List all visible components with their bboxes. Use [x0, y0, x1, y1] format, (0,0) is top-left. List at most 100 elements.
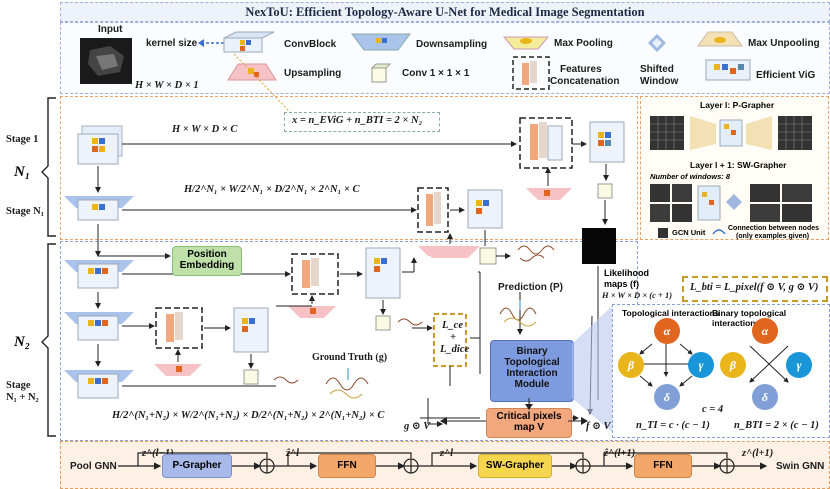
z-l1-label: z^(l+1): [742, 448, 774, 459]
concatenation-label: Concatenation: [550, 76, 620, 87]
gnn-flow: [118, 452, 768, 474]
topology-arrows: [634, 338, 789, 387]
kernel-to-equation-link: [233, 53, 291, 113]
max-pooling-icon: [502, 36, 550, 50]
max-pooling-label: Max Pooling: [554, 38, 613, 49]
input-label: Input: [98, 24, 123, 35]
stage-n1-label: Stage N₁: [6, 206, 44, 217]
connection-label-2: (only examples given): [736, 233, 810, 240]
critical-line2: map V: [513, 422, 544, 433]
likelihood-label-2: maps (f): [604, 279, 640, 289]
window-label: Window: [640, 76, 679, 87]
sw-grapher-illustration: [650, 184, 812, 222]
prediction-protein-image: [499, 300, 537, 327]
efficient-vig-icon: [705, 59, 751, 81]
alpha-node: α: [654, 318, 680, 344]
num-windows-label: Number of windows: 8: [650, 172, 731, 181]
loss-dice: L_dice: [440, 344, 470, 355]
ground-truth-label: Ground Truth (g): [312, 352, 388, 363]
stage-braces: [41, 97, 56, 437]
critical-to-fv-arrow: [568, 417, 588, 425]
features-label: Features: [560, 64, 602, 75]
conv1x1-icon: [370, 63, 392, 83]
swin-gnn-label: Swin GNN: [776, 461, 825, 472]
input-volume-icon: [80, 38, 132, 84]
z-l-label: z^l: [440, 448, 453, 459]
connection-icon: [712, 229, 726, 235]
legend-panel: [60, 22, 830, 94]
bti-zoom-wedge: [572, 306, 612, 432]
nti-equation: n_TI = c · (c − 1): [636, 420, 710, 431]
position-embedding-box: Position Embedding: [172, 246, 242, 276]
stage1-shape: H × W × D × C: [172, 124, 238, 135]
delta-node-bti: δ: [752, 384, 778, 410]
beta-node-bti: β: [720, 352, 746, 378]
connection-label-1: Connection between nodes: [728, 225, 820, 232]
bti-line2: Topological: [504, 357, 560, 368]
stage-n1-region: [60, 96, 638, 240]
bti-line3: Interaction: [506, 368, 558, 379]
embedding-label: Embedding: [179, 260, 235, 271]
bti-line1: Binary: [516, 346, 548, 357]
max-unpooling-label: Max Unpooling: [748, 38, 820, 49]
likelihood-shape: H × W × D × (c + 1): [602, 290, 673, 300]
layer-l-label: Layer l: P-Grapher: [700, 100, 775, 110]
lbti-box: [682, 276, 828, 302]
max-unpooling-icon: [697, 31, 743, 47]
nbti-equation: n_BTI = 2 × (c − 1): [734, 420, 819, 431]
ground-truth-protein-image: [325, 368, 369, 399]
ffn-block-2: FFN: [634, 454, 692, 478]
bti-module: Binary Topological Interaction Module: [490, 340, 574, 402]
kernel-arrow-icon: [198, 39, 224, 47]
bti-to-critical-arrow: [525, 398, 533, 410]
downsampling-label: Downsampling: [416, 39, 488, 50]
c-value: c = 4: [702, 404, 724, 415]
diagram-title: NexToU: Efficient Topology-Aware U-Net f…: [60, 2, 830, 22]
p-grapher-illustration: [650, 116, 812, 150]
ffn-block-1: FFN: [318, 454, 376, 478]
loss-plus: +: [450, 332, 456, 343]
critical-to-gv-arrow: [440, 417, 486, 425]
f-odot-v: f ⊙ V: [586, 421, 611, 432]
z-l-minus-label: z^(l−1): [142, 448, 174, 459]
z-hat-l1-label: ẑ^(l+1): [604, 448, 636, 459]
network-diagram: [64, 117, 625, 427]
layer-l1-label: Layer l + 1: SW-Grapher: [690, 160, 787, 170]
downsampling-icon: [351, 33, 411, 51]
stage-1-label: Stage 1: [6, 134, 39, 145]
upsampling-label: Upsampling: [284, 68, 342, 79]
stage-n1n2-label-a: Stage: [6, 380, 31, 391]
stage-n1n2-shape: H/2^(N₁+N₂) × W/2^(N₁+N₂) × D/2^(N₁+N₂) …: [112, 410, 385, 421]
x-equation-box: [284, 112, 440, 132]
input-shape: H × W × D × 1: [135, 80, 199, 91]
position-label: Position: [187, 249, 227, 260]
bti-line4: Module: [514, 379, 550, 390]
convblock-label: ConvBlock: [284, 39, 337, 50]
critical-line1: Critical pixels: [496, 411, 562, 422]
lbti-equation: L_bti = L_pixel(f ⊙ V, g ⊙ V): [690, 282, 819, 293]
gcn-unit-label: GCN Unit: [672, 228, 706, 237]
sw-grapher-block: SW-Grapher: [478, 454, 552, 478]
likelihood-label-1: Likelihood: [604, 268, 649, 278]
gamma-node-bti: γ: [786, 352, 812, 378]
conv1x1-label: Conv 1 × 1 × 1: [402, 68, 470, 79]
pool-gnn-label: Pool GNN: [70, 461, 117, 472]
shifted-label: Shifted: [640, 64, 674, 75]
stage-n1n2-label-b: N₁ + N₂: [6, 392, 39, 403]
efficient-vig-label: Efficient ViG: [756, 70, 816, 81]
stage-n1-shape: H/2^N₁ × W/2^N₁ × D/2^N₁ × 2^N₁ × C: [184, 184, 360, 195]
p-grapher-block: P-Grapher: [162, 454, 232, 478]
prediction-label: Prediction (P): [498, 282, 564, 293]
gamma-node: γ: [688, 352, 714, 378]
shifted-window-icon: [648, 34, 666, 52]
n2-label: N₂: [14, 334, 31, 350]
x-equation: x = n_EViG + n_BTI = 2 × N₂: [292, 115, 423, 126]
z-hat-l-label: ẑ^l: [286, 448, 299, 459]
beta-node: β: [618, 352, 644, 378]
g-odot-v: g ⊙ V: [404, 421, 431, 432]
n1-label: N₁: [14, 164, 31, 180]
bti-title: Binary topological interactions: [712, 308, 787, 328]
alpha-node-bti: α: [752, 318, 778, 344]
delta-node: δ: [654, 384, 680, 410]
ti-title: Topological interactions: [622, 308, 720, 318]
